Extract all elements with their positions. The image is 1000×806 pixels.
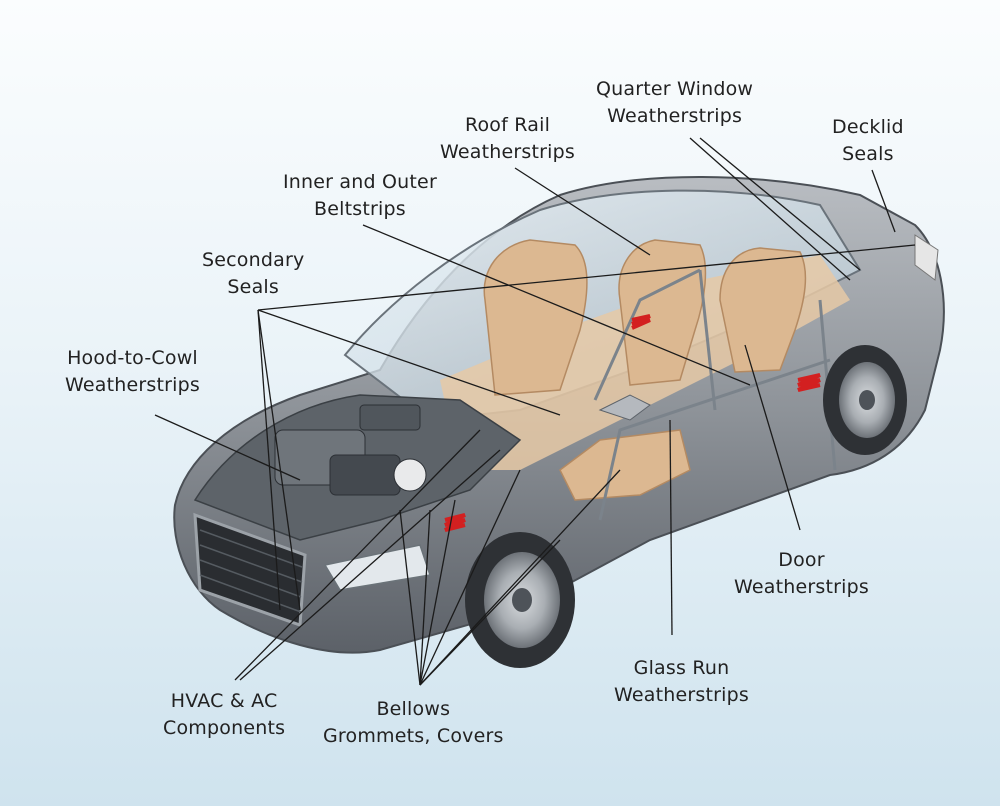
label-hvac: HVAC & AC Components [163, 688, 285, 742]
label-line: Glass Run [633, 657, 730, 679]
label-hood-cowl: Hood-to-Cowl Weatherstrips [65, 345, 200, 399]
label-line: Beltstrips [314, 198, 406, 220]
seats [483, 239, 807, 501]
label-door: Door Weatherstrips [734, 547, 869, 601]
label-line: Secondary [202, 249, 305, 271]
label-line: Weatherstrips [734, 576, 869, 598]
rear-wheel [823, 345, 907, 455]
grille [193, 512, 307, 628]
leader-lines [154, 137, 916, 686]
label-glass-run: Glass Run Weatherstrips [614, 655, 749, 709]
label-beltstrips: Inner and Outer Beltstrips [283, 169, 437, 223]
label-line: Components [163, 717, 286, 739]
grille-slats [199, 529, 303, 613]
label-quarter-window: Quarter Window Weatherstrips [596, 76, 753, 130]
label-line: Grommets, Covers [323, 725, 504, 747]
tail-light [914, 234, 939, 281]
label-line: Weatherstrips [440, 141, 575, 163]
label-secondary-seals: Secondary Seals [202, 247, 304, 301]
label-line: Bellows [376, 698, 451, 720]
front-wheel [465, 532, 575, 668]
label-decklid: Decklid Seals [832, 114, 904, 168]
label-line: Weatherstrips [614, 684, 749, 706]
label-line: Decklid [832, 116, 904, 138]
engine-details [274, 404, 427, 496]
label-line: HVAC & AC [170, 690, 278, 712]
headlight [323, 544, 431, 591]
cabin-glass [343, 189, 862, 422]
suspension-springs [444, 314, 821, 532]
label-line: Weatherstrips [65, 374, 200, 396]
label-line: Seals [842, 143, 894, 165]
label-line: Weatherstrips [607, 105, 743, 127]
label-line: Quarter Window [596, 78, 754, 100]
label-roof-rail: Roof Rail Weatherstrips [440, 112, 575, 166]
label-bellows: Bellows Grommets, Covers [323, 696, 504, 750]
label-line: Hood-to-Cowl [67, 347, 198, 369]
side-mirror [598, 394, 651, 421]
label-line: Door [778, 549, 825, 571]
label-line: Roof Rail [464, 114, 551, 136]
label-line: Seals [227, 276, 279, 298]
label-line: Inner and Outer [283, 171, 437, 193]
